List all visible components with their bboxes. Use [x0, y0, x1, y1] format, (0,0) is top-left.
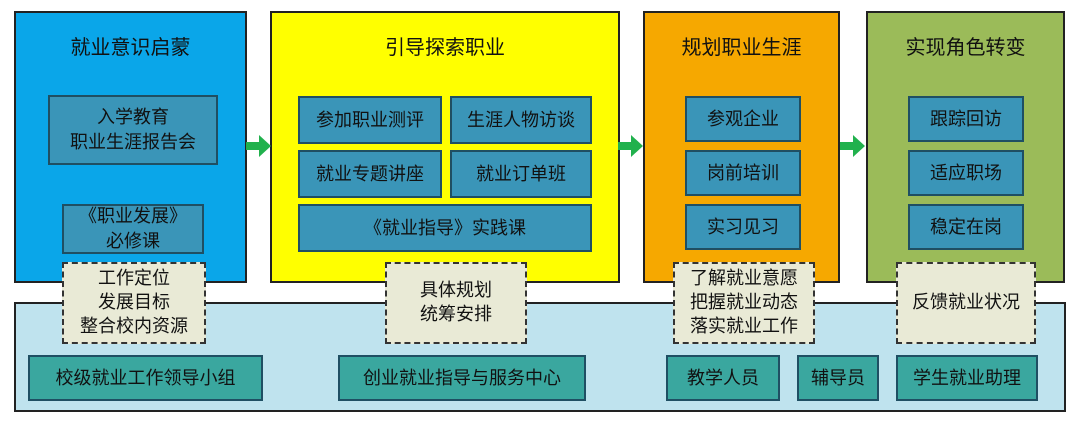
- stage-4-title: 实现角色转变: [905, 35, 1026, 59]
- stage-2-item-5: 《就业指导》实践课: [298, 204, 592, 252]
- stage-2-item-2: 生涯人物访谈: [450, 96, 592, 144]
- stage-2-item-4: 就业订单班: [450, 150, 592, 198]
- arrow-right-icon: [246, 135, 271, 157]
- stage-1-item-2: 《职业发展》 必修课: [62, 204, 204, 254]
- stage-2-item-3: 就业专题讲座: [298, 150, 442, 198]
- arrow-right-icon: [618, 135, 643, 157]
- stage-4-item-3: 稳定在岗: [908, 204, 1024, 250]
- unit-student-assistant: 学生就业助理: [896, 355, 1038, 401]
- stage-1-support: 工作定位 发展目标 整合校内资源: [62, 262, 206, 344]
- stage-4-item-1: 跟踪回访: [908, 96, 1024, 142]
- stage-2-item-1: 参加职业测评: [298, 96, 442, 144]
- stage-3-support: 了解就业意愿 把握就业动态 落实就业工作: [673, 262, 815, 344]
- stage-3-item-2: 岗前培训: [685, 150, 801, 196]
- stage-1-title: 就业意识启蒙: [70, 35, 191, 59]
- unit-teaching-staff: 教学人员: [666, 355, 780, 401]
- stage-3-title: 规划职业生涯: [681, 35, 802, 59]
- stage-2-title: 引导探索职业: [385, 35, 505, 59]
- unit-leadership-group: 校级就业工作领导小组: [28, 355, 263, 401]
- arrow-right-icon: [840, 135, 865, 157]
- stage-1-item-1: 入学教育 职业生涯报告会: [48, 95, 218, 165]
- unit-counselor: 辅导员: [797, 355, 879, 401]
- unit-guidance-center: 创业就业指导与服务中心: [338, 355, 586, 401]
- stage-2-support: 具体规划 统筹安排: [385, 262, 527, 344]
- stage-4-support: 反馈就业状况: [896, 262, 1036, 344]
- stage-4-item-2: 适应职场: [908, 150, 1024, 196]
- stage-3-item-1: 参观企业: [685, 96, 801, 142]
- stage-3-item-3: 实习见习: [685, 204, 801, 250]
